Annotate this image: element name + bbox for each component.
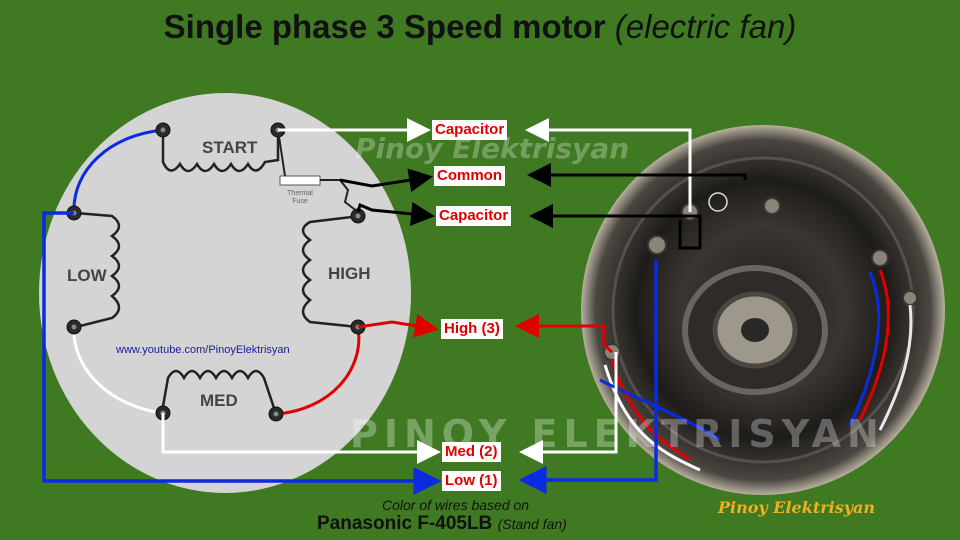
photo-wire-common <box>527 163 747 187</box>
label-high: High (3) <box>441 319 503 339</box>
photo-wire-capacitor-2 <box>529 204 702 250</box>
start-coil <box>161 130 280 173</box>
coil-label-start: START <box>202 138 258 157</box>
diagram-title: Single phase 3 Speed motor (electric fan… <box>0 8 960 46</box>
low-coil <box>75 211 121 329</box>
label-common: Common <box>434 166 505 186</box>
channel-url: www.youtube.com/PinoyElektrisyan <box>116 344 290 356</box>
watermark-bottom: PINOY ELEKTRISYAN <box>350 412 885 456</box>
photo-wire-high <box>515 314 613 354</box>
photo-wire-capacitor-1 <box>525 118 692 212</box>
watermark-top: Pinoy Elektrisyan <box>355 132 630 165</box>
wire-to-low-label <box>42 211 442 495</box>
model-name: Panasonic F-405LB <box>317 513 493 534</box>
fuse-line-2: Fuse <box>292 198 308 205</box>
footer-note: Color of wires based on <box>382 497 530 513</box>
fuse-line-1: Thermal <box>287 190 313 197</box>
model-note: (Stand fan) <box>497 516 567 532</box>
high-coil <box>301 214 361 329</box>
photo-wire-med <box>519 352 618 464</box>
photo-wire-low <box>518 260 658 494</box>
brand-signature: Pinoy Elektrisyan <box>718 498 876 517</box>
med-coil <box>160 369 278 415</box>
title-sub: (electric fan) <box>614 8 797 45</box>
thermal-fuse <box>279 175 321 186</box>
wire-to-high-label <box>357 313 439 338</box>
coil-label-low: LOW <box>67 266 107 285</box>
label-low: Low (1) <box>442 471 501 491</box>
schematic-circle <box>39 93 411 493</box>
thermal-fuse-label: Thermal Fuse <box>283 190 317 206</box>
wire-to-med-label <box>161 413 441 464</box>
wire-fuse-to-common <box>339 168 433 193</box>
label-capacitor-1: Capacitor <box>432 120 508 140</box>
label-med: Med (2) <box>442 442 501 462</box>
red-jumper-wire <box>275 326 361 416</box>
wire-high-to-capacitor <box>356 201 435 226</box>
footer-model: Panasonic F-405LB (Stand fan) <box>317 513 567 535</box>
white-jumper-wire <box>72 326 162 415</box>
coil-label-med: MED <box>200 391 238 410</box>
title-main: Single phase 3 Speed motor <box>163 8 606 45</box>
coil-label-high: HIGH <box>328 264 371 283</box>
blue-jumper-wire <box>72 128 164 214</box>
label-capacitor-2: Capacitor <box>436 206 512 226</box>
